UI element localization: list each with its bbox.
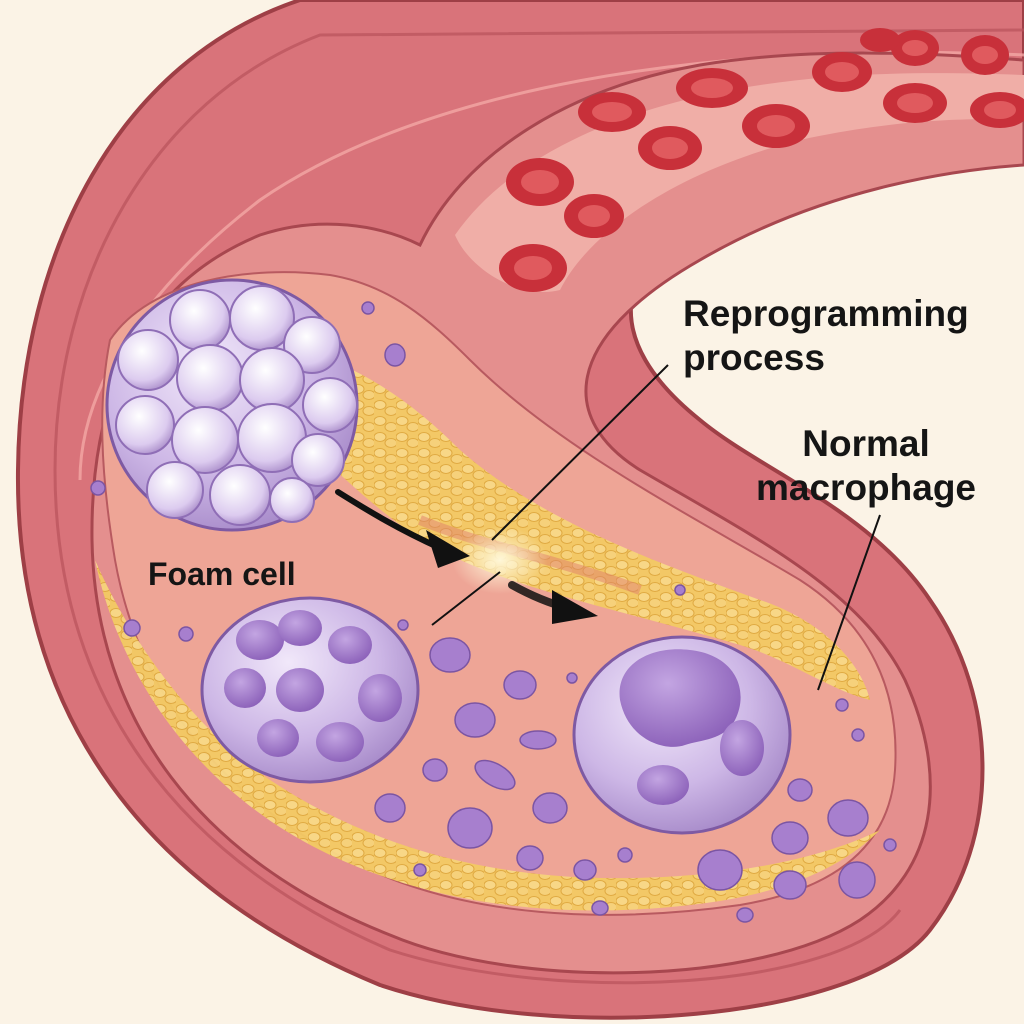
red-blood-cell <box>883 83 947 123</box>
small-particles <box>90 301 897 923</box>
label-normal-macrophage: Normal macrophage <box>748 422 984 509</box>
label-foam-cell: Foam cell <box>148 556 296 592</box>
label-line: process <box>683 336 825 378</box>
red-blood-cell <box>499 244 567 292</box>
red-blood-cell <box>812 52 872 92</box>
red-blood-cell <box>961 35 1009 75</box>
leader-line-normal <box>817 514 881 691</box>
foam-cell-cluster <box>105 278 359 532</box>
leader-line-reprogramming <box>491 364 669 541</box>
label-line: macrophage <box>755 466 976 508</box>
reprogramming-glow <box>452 526 548 594</box>
red-blood-cell <box>564 194 624 238</box>
reprogramming-arrows <box>335 489 598 624</box>
label-reprogramming-process: Reprogramming process <box>683 292 969 379</box>
fatty-plaque-lower <box>95 560 880 911</box>
wall-layer-line <box>53 28 1024 985</box>
label-line: Normal <box>802 423 930 464</box>
macrophage-nucleus <box>619 649 741 747</box>
lipid-droplets <box>115 285 358 526</box>
label-line: Reprogramming <box>683 293 969 334</box>
red-blood-cell <box>891 30 939 66</box>
normal-macrophage <box>572 635 792 835</box>
arrow-out-head <box>552 590 598 624</box>
red-blood-cell <box>578 92 646 132</box>
foam-cell <box>200 596 420 784</box>
red-blood-cell <box>638 126 702 170</box>
red-blood-cell <box>506 158 574 206</box>
red-blood-cells <box>499 28 1024 292</box>
arrow-in-head <box>426 530 470 568</box>
red-blood-cell <box>676 68 748 108</box>
leader-line-foam <box>431 571 501 626</box>
red-blood-cell <box>860 28 900 52</box>
red-blood-cell <box>742 104 810 148</box>
arrow-in <box>335 489 443 551</box>
red-blood-cell <box>970 92 1024 128</box>
fatty-plaque-upper <box>300 360 870 700</box>
